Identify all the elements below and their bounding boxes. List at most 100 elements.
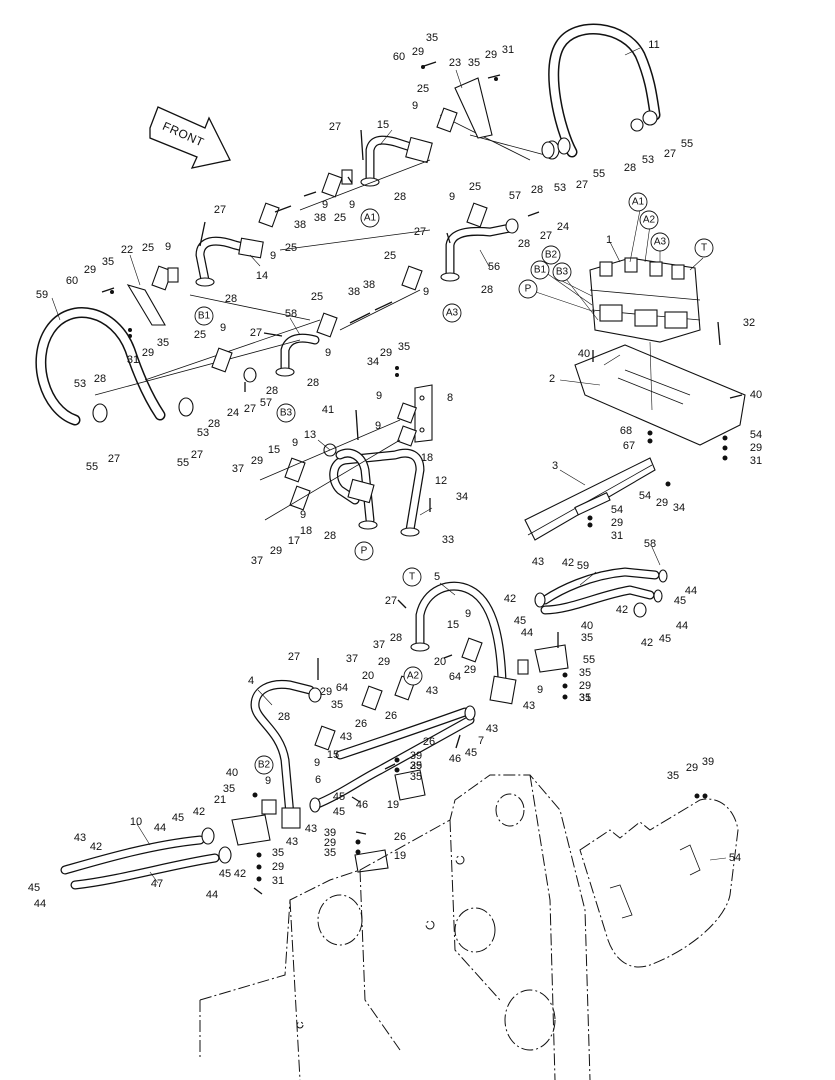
part-label-28: 27	[214, 204, 226, 216]
part-label-8: 8	[447, 392, 453, 404]
part-label-3: 3	[552, 460, 558, 472]
part-label-28: 27	[414, 226, 426, 238]
part-label-44: 44	[206, 889, 218, 901]
part-label-36: 35	[410, 771, 422, 783]
part-label-49: 53	[642, 154, 654, 166]
part-label-36: 35	[272, 847, 284, 859]
machine-frame	[199, 774, 591, 1080]
part-label-43: 43	[486, 723, 498, 735]
tube-5	[410, 581, 517, 705]
svg-text:A1: A1	[364, 213, 377, 224]
part-label-45: 45	[219, 868, 231, 880]
part-label-23: 23	[449, 57, 461, 69]
part-label-9: 9	[314, 757, 320, 769]
part-label-9: 9	[449, 191, 455, 203]
mid-clamps	[259, 402, 418, 521]
part-label-60: 60	[66, 275, 78, 287]
part-label-29: 28	[94, 373, 106, 385]
part-label-9: 9	[220, 322, 226, 334]
svg-text:B2: B2	[545, 250, 558, 261]
part-label-36: 35	[398, 341, 410, 353]
part-label-38: 38	[294, 219, 306, 231]
part-label-58: 59	[577, 560, 589, 572]
svg-text:B3: B3	[280, 408, 293, 419]
part-label-21: 21	[214, 794, 226, 806]
part-label-9: 9	[322, 199, 328, 211]
part-label-1: 1	[606, 234, 612, 246]
part-label-31: 31	[579, 692, 591, 704]
part-label-19: 19	[394, 850, 406, 862]
part-label-31: 31	[502, 44, 514, 56]
part-label-25: 25	[334, 212, 346, 224]
part-label-14: 14	[256, 270, 268, 282]
part-label-36: 35	[426, 32, 438, 44]
part-label-39: 39	[702, 756, 714, 768]
part-label-49: 53	[74, 378, 86, 390]
part-label-45: 45	[514, 615, 526, 627]
part-label-57: 59	[36, 289, 48, 301]
part-label-10: 10	[130, 816, 142, 828]
part-label-64: 64	[449, 671, 461, 683]
part-label-36: 35	[102, 256, 114, 268]
port-callout-p-valve: P	[518, 279, 538, 299]
part-label-30: 29	[272, 861, 284, 873]
part-label-39: 39	[410, 750, 422, 762]
part-label-22: 22	[121, 244, 133, 256]
part-label-11: 11	[648, 39, 659, 51]
part-label-36: 35	[223, 783, 235, 795]
part-label-40: 40	[578, 348, 590, 360]
part-label-9: 9	[349, 199, 355, 211]
fasteners	[101, 61, 743, 895]
part-label-29: 28	[208, 418, 220, 430]
part-label-29: 28	[624, 162, 636, 174]
part-label-9: 9	[423, 286, 429, 298]
part-label-29: 28	[307, 377, 319, 389]
part-label-37: 37	[346, 653, 358, 665]
port-callout-a1-upper: A1	[360, 208, 380, 228]
part-label-26: 26	[355, 718, 367, 730]
svg-text:B1: B1	[198, 311, 211, 322]
svg-text:B3: B3	[556, 267, 569, 278]
part-label-38: 38	[314, 212, 326, 224]
svg-text:P: P	[361, 546, 368, 557]
part-label-51: 56	[488, 261, 500, 273]
hose-58-59	[534, 567, 668, 618]
tube-4	[250, 679, 322, 829]
part-label-45: 45	[333, 806, 345, 818]
part-label-49: 53	[554, 182, 566, 194]
control-valve-1	[589, 257, 701, 343]
port-callout-b2-valve: B2	[541, 245, 561, 265]
part-label-9: 9	[265, 775, 271, 787]
part-label-18: 18	[421, 452, 433, 464]
part-label-60: 60	[393, 51, 405, 63]
part-label-30: 29	[611, 517, 623, 529]
part-label-36: 35	[157, 337, 169, 349]
port-callout-a2-lower: A2	[403, 666, 423, 686]
port-callout-t-mid: T	[402, 567, 422, 587]
part-label-30: 29	[750, 442, 762, 454]
port-callout-b3-upper: B3	[276, 403, 296, 423]
leader-lines	[51, 47, 727, 884]
part-label-25: 25	[417, 83, 429, 95]
part-label-31: 31	[127, 354, 139, 366]
svg-text:B2: B2	[258, 760, 271, 771]
part-label-25: 25	[384, 250, 396, 262]
part-label-68: 68	[620, 425, 632, 437]
part-label-46: 46	[449, 753, 461, 765]
part-label-43: 43	[426, 685, 438, 697]
part-label-9: 9	[376, 390, 382, 402]
part-label-26: 26	[423, 736, 435, 748]
part-label-40: 40	[750, 389, 762, 401]
part-label-6: 6	[315, 774, 321, 786]
part-label-30: 29	[142, 347, 154, 359]
part-label-42: 42	[193, 806, 205, 818]
part-label-30: 29	[485, 49, 497, 61]
part-label-9: 9	[300, 509, 306, 521]
tube-14	[195, 236, 264, 287]
part-label-50: 55	[593, 168, 605, 180]
part-label-30: 29	[324, 837, 336, 849]
part-label-26: 26	[385, 710, 397, 722]
part-label-67: 67	[623, 440, 635, 452]
part-label-30: 29	[579, 680, 591, 692]
part-label-56: 55	[583, 654, 595, 666]
